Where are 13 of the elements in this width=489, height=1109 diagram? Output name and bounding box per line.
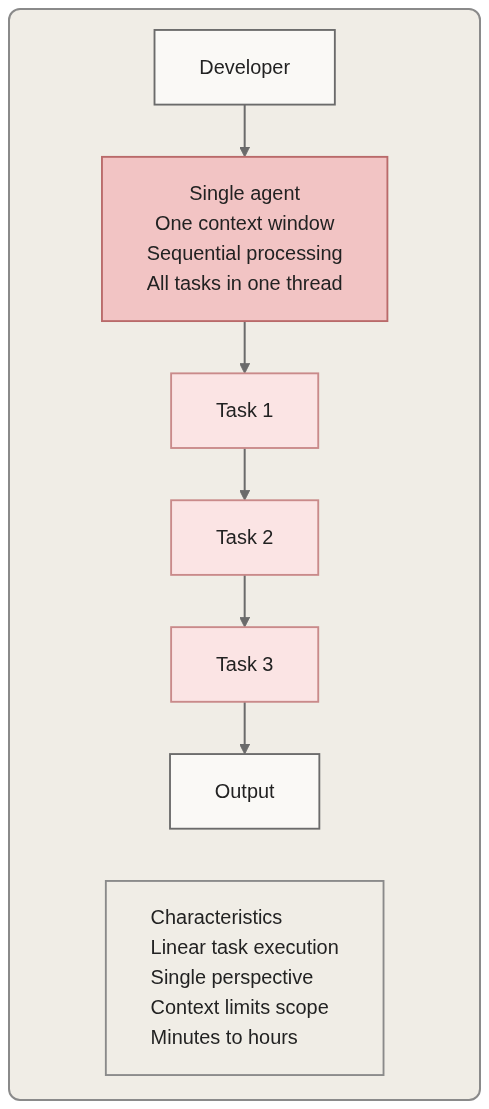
arrow: [239, 573, 250, 628]
node-box: [153, 29, 336, 106]
arrow: [239, 320, 250, 374]
node-box: [104, 880, 385, 1076]
arrow: [239, 700, 250, 755]
panel-background: Developer Single agent One context window Sequential processing All tasks in one thread Task 1 Task 2 Task 3 Output Characteristics Linear task execution Single perspective Context limits scope Minutes to hours: [8, 8, 481, 1101]
node-box: [100, 155, 389, 323]
node-box: [170, 372, 319, 449]
node-box: [170, 499, 319, 576]
node-box: [168, 753, 321, 830]
arrow: [239, 103, 250, 158]
node-box: [170, 626, 319, 703]
arrow: [239, 447, 250, 501]
